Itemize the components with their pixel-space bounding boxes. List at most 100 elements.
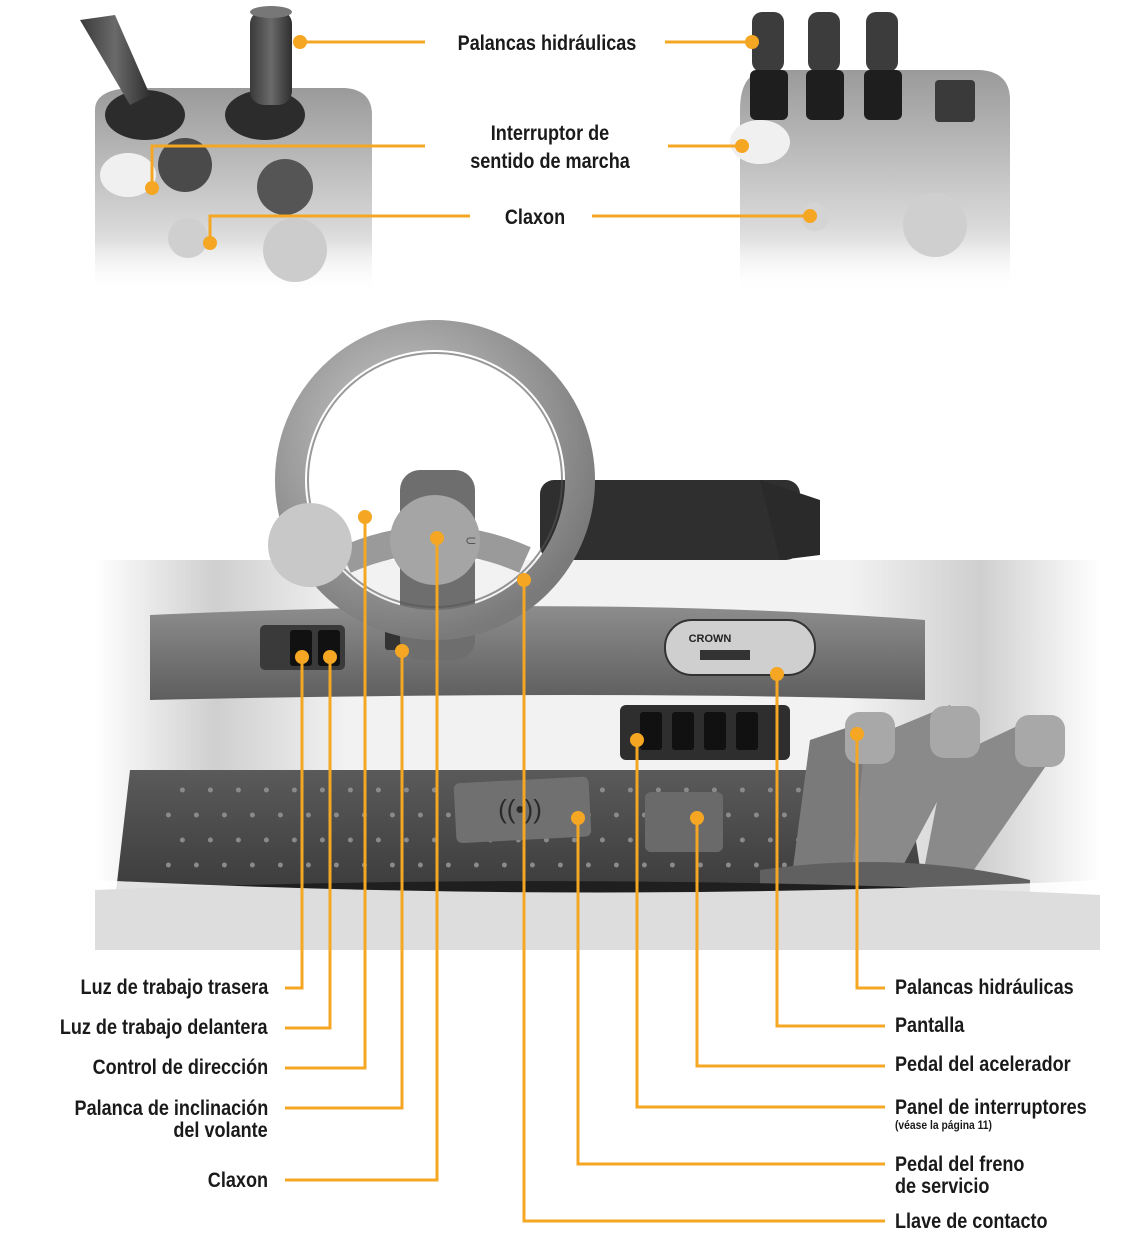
floor-stud bbox=[586, 863, 591, 868]
svg-text:((•)): ((•)) bbox=[498, 794, 542, 824]
floor-stud bbox=[320, 838, 325, 843]
leader-accelerator-dot bbox=[690, 811, 704, 825]
floor-stud bbox=[698, 863, 703, 868]
floor-stud bbox=[306, 813, 311, 818]
floor-stud bbox=[180, 838, 185, 843]
floor-stud bbox=[180, 788, 185, 793]
label-direction-switch-1: Interruptor de bbox=[447, 122, 653, 145]
floor-stud bbox=[376, 788, 381, 793]
floor-stud bbox=[628, 788, 633, 793]
leader-ignition-dot bbox=[517, 573, 531, 587]
floor-stud bbox=[250, 813, 255, 818]
floor-stud bbox=[390, 813, 395, 818]
floor-stud bbox=[222, 863, 227, 868]
label-top-hydraulic-levers: Palancas hidráulicas bbox=[448, 32, 646, 55]
floor-stud bbox=[208, 838, 213, 843]
leader-horn-bottom-dot bbox=[430, 531, 444, 545]
floor-stud bbox=[194, 863, 199, 868]
floor-stud bbox=[320, 788, 325, 793]
leader-front-light-dot bbox=[323, 650, 337, 664]
label-front-work-light: Luz de trabajo delantera bbox=[60, 1016, 268, 1039]
label-display: Pantalla bbox=[895, 1014, 964, 1037]
floor-stud bbox=[740, 838, 745, 843]
cab-photo: ((•)) CROWN ⊂ bbox=[95, 335, 1100, 960]
leader-top-horn-left-dot bbox=[203, 236, 217, 250]
floor-stud bbox=[628, 838, 633, 843]
floor-stud bbox=[754, 863, 759, 868]
leader-direction-right-dot bbox=[735, 139, 749, 153]
label-switch-panel: Panel de interruptores (véase la página … bbox=[895, 1096, 1087, 1132]
floor-stud bbox=[264, 788, 269, 793]
label-service-brake-1: Pedal del freno bbox=[895, 1153, 1024, 1176]
floor-stud bbox=[222, 813, 227, 818]
leader-top-hydraulic-right-dot bbox=[745, 35, 759, 49]
floor-stud bbox=[684, 788, 689, 793]
floor-stud bbox=[418, 813, 423, 818]
floor-stud bbox=[614, 813, 619, 818]
leader-hydraulic-bottom-dot bbox=[850, 727, 864, 741]
floor-stud bbox=[600, 788, 605, 793]
floor-stud bbox=[670, 863, 675, 868]
floor-stud bbox=[656, 788, 661, 793]
floor-stud bbox=[530, 863, 535, 868]
floor-stud bbox=[502, 863, 507, 868]
floor-stud bbox=[264, 838, 269, 843]
leader-switch-panel-dot bbox=[630, 733, 644, 747]
floor-stud bbox=[250, 863, 255, 868]
floor-stud bbox=[348, 788, 353, 793]
floor-stud bbox=[712, 788, 717, 793]
floor-stud bbox=[600, 838, 605, 843]
horn-icon: ⊂ bbox=[465, 533, 477, 549]
floor-stud bbox=[376, 838, 381, 843]
leader-direction-left-dot bbox=[145, 181, 159, 195]
leader-steering-dot bbox=[358, 510, 372, 524]
floor-stud bbox=[334, 813, 339, 818]
label-tilt-lever-2: del volante bbox=[174, 1119, 268, 1142]
floor-stud bbox=[796, 788, 801, 793]
switch-panel-note: (véase la página 11) bbox=[895, 1119, 1087, 1132]
floor-stud bbox=[754, 813, 759, 818]
label-tilt-lever-1: Palanca de inclinación bbox=[74, 1097, 268, 1120]
floor-stud bbox=[334, 863, 339, 868]
floor-stud bbox=[166, 863, 171, 868]
floor-stud bbox=[768, 838, 773, 843]
leader-top-horn-right-dot bbox=[803, 209, 817, 223]
brand-logo-text: CROWN bbox=[689, 633, 732, 645]
label-service-brake-2: de servicio bbox=[895, 1175, 989, 1198]
joystick-pod-photo bbox=[80, 6, 372, 300]
label-steering-control: Control de dirección bbox=[92, 1056, 268, 1079]
floor-stud bbox=[166, 813, 171, 818]
floor-stud bbox=[418, 863, 423, 868]
label-accelerator-pedal: Pedal del acelerador bbox=[895, 1053, 1071, 1076]
label-top-horn: Claxon bbox=[488, 206, 583, 229]
floor-stud bbox=[726, 813, 731, 818]
floor-stud bbox=[236, 838, 241, 843]
floor-stud bbox=[348, 838, 353, 843]
floor-stud bbox=[208, 788, 213, 793]
floor-stud bbox=[446, 863, 451, 868]
leader-top-hydraulic-left-dot bbox=[293, 35, 307, 49]
floor-stud bbox=[404, 838, 409, 843]
floor-stud bbox=[474, 863, 479, 868]
floor-stud bbox=[278, 863, 283, 868]
label-bottom-hydraulic-levers: Palancas hidráulicas bbox=[895, 976, 1074, 999]
floor-stud bbox=[404, 788, 409, 793]
floor-stud bbox=[278, 813, 283, 818]
label-direction-switch-2: sentido de marcha bbox=[447, 150, 653, 173]
floor-stud bbox=[558, 863, 563, 868]
leader-brake-dot bbox=[571, 811, 585, 825]
floor-stud bbox=[446, 813, 451, 818]
switch-panel-title: Panel de interruptores bbox=[895, 1096, 1087, 1119]
lever-pod-photo bbox=[730, 12, 1010, 295]
label-ignition-key: Llave de contacto bbox=[895, 1210, 1048, 1233]
floor-stud bbox=[782, 813, 787, 818]
label-bottom-horn: Claxon bbox=[208, 1169, 268, 1192]
floor-stud bbox=[572, 838, 577, 843]
floor-stud bbox=[306, 863, 311, 868]
floor-stud bbox=[236, 788, 241, 793]
floor-stud bbox=[390, 863, 395, 868]
floor-stud bbox=[194, 813, 199, 818]
leader-display-dot bbox=[770, 667, 784, 681]
floor-stud bbox=[768, 788, 773, 793]
label-rear-work-light: Luz de trabajo trasera bbox=[80, 976, 268, 999]
